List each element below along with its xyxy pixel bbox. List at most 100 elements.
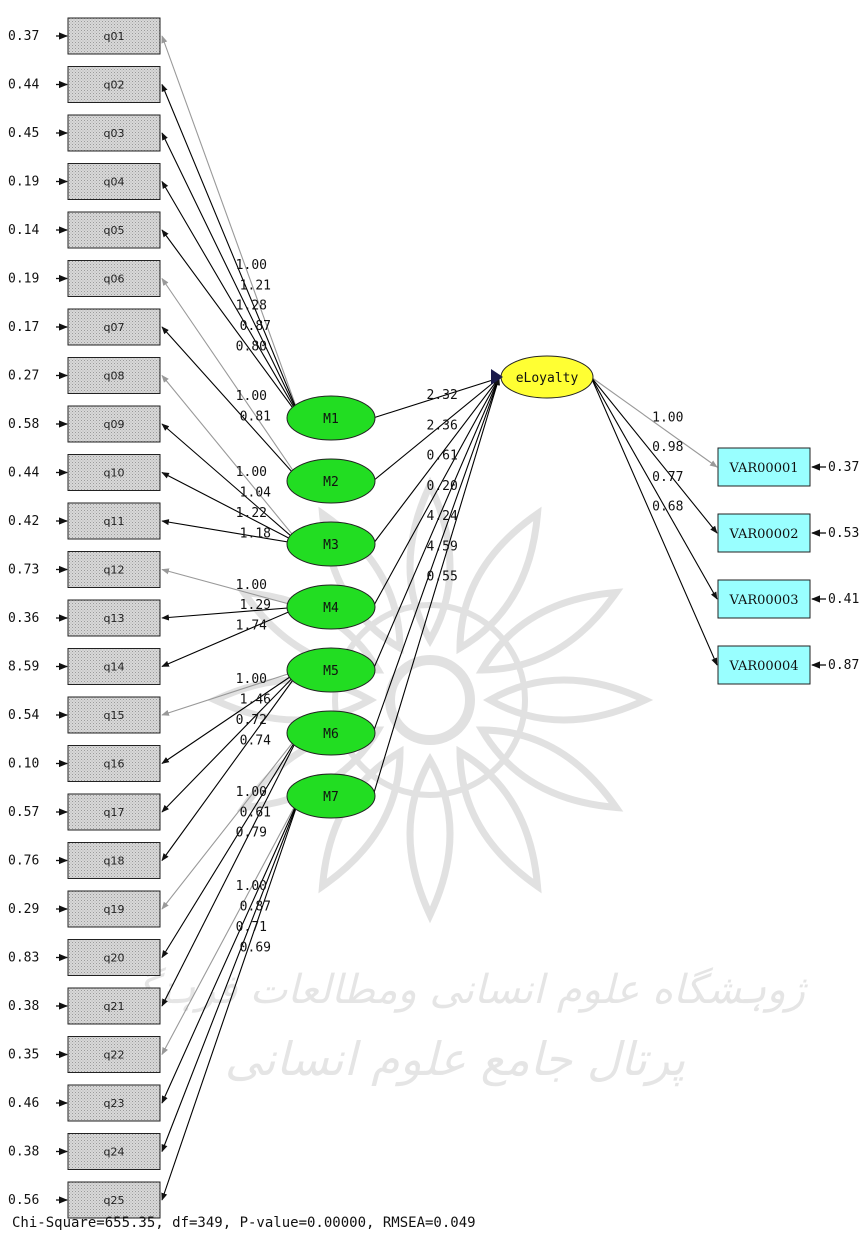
indicator-box [67,163,161,200]
loading-path [161,229,301,419]
indicator-q08[interactable]: q08 [67,357,161,394]
outcome-loading-value: 0.68 [652,500,683,515]
indicator-q16[interactable]: q16 [67,745,161,782]
error-variance: 0.37 [8,29,39,44]
indicator-q02[interactable]: q02 [67,66,161,103]
indicator-q07[interactable]: q07 [67,308,161,346]
indicator-box [67,890,161,928]
outcome-error-variance: 0.53 [828,526,859,541]
outcome-latent[interactable]: eLoyalty [491,355,594,399]
indicator-box [67,1036,161,1073]
indicator-box [67,648,161,685]
indicator-q03[interactable]: q03 [67,114,161,152]
indicator-box [67,842,161,879]
indicator-label: q20 [104,952,125,965]
loading-value: 1.04 [240,485,271,500]
indicator-q10[interactable]: q10 [67,454,161,491]
latent-M1[interactable]: M1 [286,395,376,441]
path-coefficient: 4.24 [427,509,458,524]
indicator-label: q03 [104,127,125,140]
latent-label: M7 [323,790,339,805]
error-variance: 0.83 [8,951,39,966]
indicator-box [67,454,161,491]
outcome-error-variance: 0.41 [828,592,859,607]
indicator-box [67,357,161,394]
indicator-box [67,308,161,346]
latent-label: M1 [323,412,339,427]
indicator-q13[interactable]: q13 [67,599,161,637]
latent-M4[interactable]: M4 [286,584,376,630]
error-variance: 0.54 [8,708,39,723]
outcome-loading-path [590,376,718,468]
indicator-q05[interactable]: q05 [67,211,161,249]
loading-path [161,277,301,482]
outcome-indicator-VAR00001[interactable]: VAR00001 [717,447,811,487]
path-coefficient: 0.55 [427,570,458,585]
loading-value: 1.00 [236,389,267,404]
indicator-box [67,502,161,540]
outcome-indicator-box [717,579,811,619]
latent-M6[interactable]: M6 [286,710,376,756]
path-coefficient: 2.32 [427,388,458,403]
indicator-q17[interactable]: q17 [67,793,161,831]
indicator-q06[interactable]: q06 [67,260,161,297]
indicator-q12[interactable]: q12 [67,551,161,588]
outcome-indicator-label: VAR00003 [728,593,798,608]
indicator-q20[interactable]: q20 [67,939,161,976]
loading-path [161,669,301,813]
loading-value: 1.00 [236,578,267,593]
latent-M2[interactable]: M2 [286,458,376,504]
latent-label: M5 [323,664,339,679]
indicator-q18[interactable]: q18 [67,842,161,879]
indicator-label: q09 [104,418,125,431]
outcome-indicator-VAR00004[interactable]: VAR00004 [717,645,811,685]
indicator-label: q24 [104,1146,125,1159]
structural-path [372,377,500,545]
indicator-q22[interactable]: q22 [67,1036,161,1073]
indicator-q23[interactable]: q23 [67,1084,161,1122]
path-coefficient: 2.36 [427,418,458,433]
indicator-q19[interactable]: q19 [67,890,161,928]
indicator-q01[interactable]: q01 [67,17,161,55]
indicator-q25[interactable]: q25 [67,1181,161,1219]
indicator-box [67,745,161,782]
indicator-box [67,1181,161,1219]
indicator-q24[interactable]: q24 [67,1133,161,1170]
loading-path [161,472,301,545]
indicator-label: q02 [104,79,125,92]
loading-value: 1.00 [236,785,267,800]
indicator-label: q22 [104,1049,125,1062]
latent-M5[interactable]: M5 [286,647,376,693]
indicator-label: q06 [104,273,125,286]
indicator-box [67,1084,161,1122]
loading-path [161,795,301,1104]
latent-M3[interactable]: M3 [286,521,376,567]
indicator-q11[interactable]: q11 [67,502,161,540]
indicator-q04[interactable]: q04 [67,163,161,200]
indicator-q14[interactable]: q14 [67,648,161,685]
loading-path [161,732,301,910]
loading-value: 1.29 [240,598,271,613]
outcome-indicator-VAR00003[interactable]: VAR00003 [717,579,811,619]
indicator-q21[interactable]: q21 [67,987,161,1025]
loading-path [161,180,301,419]
error-variance: 8.59 [8,660,39,675]
loading-path [161,423,301,545]
loading-path [161,568,301,608]
latent-M7[interactable]: M7 [286,773,376,819]
indicator-label: q04 [104,176,125,189]
outcome-indicator-box [717,645,811,685]
loading-path [161,374,301,545]
indicator-box [67,551,161,588]
indicator-box [67,114,161,152]
indicator-q15[interactable]: q15 [67,696,161,734]
latent-ellipse [286,647,376,693]
fit-statistics: Chi-Square=655.35, df=349, P-value=0.000… [12,1215,476,1231]
loading-value: 0.71 [236,920,267,935]
structural-path [372,377,500,734]
outcome-indicator-VAR00002[interactable]: VAR00002 [717,513,811,553]
indicator-q09[interactable]: q09 [67,405,161,443]
loading-path [161,795,301,1201]
loading-value: 1.74 [236,619,267,634]
indicator-box [67,17,161,55]
